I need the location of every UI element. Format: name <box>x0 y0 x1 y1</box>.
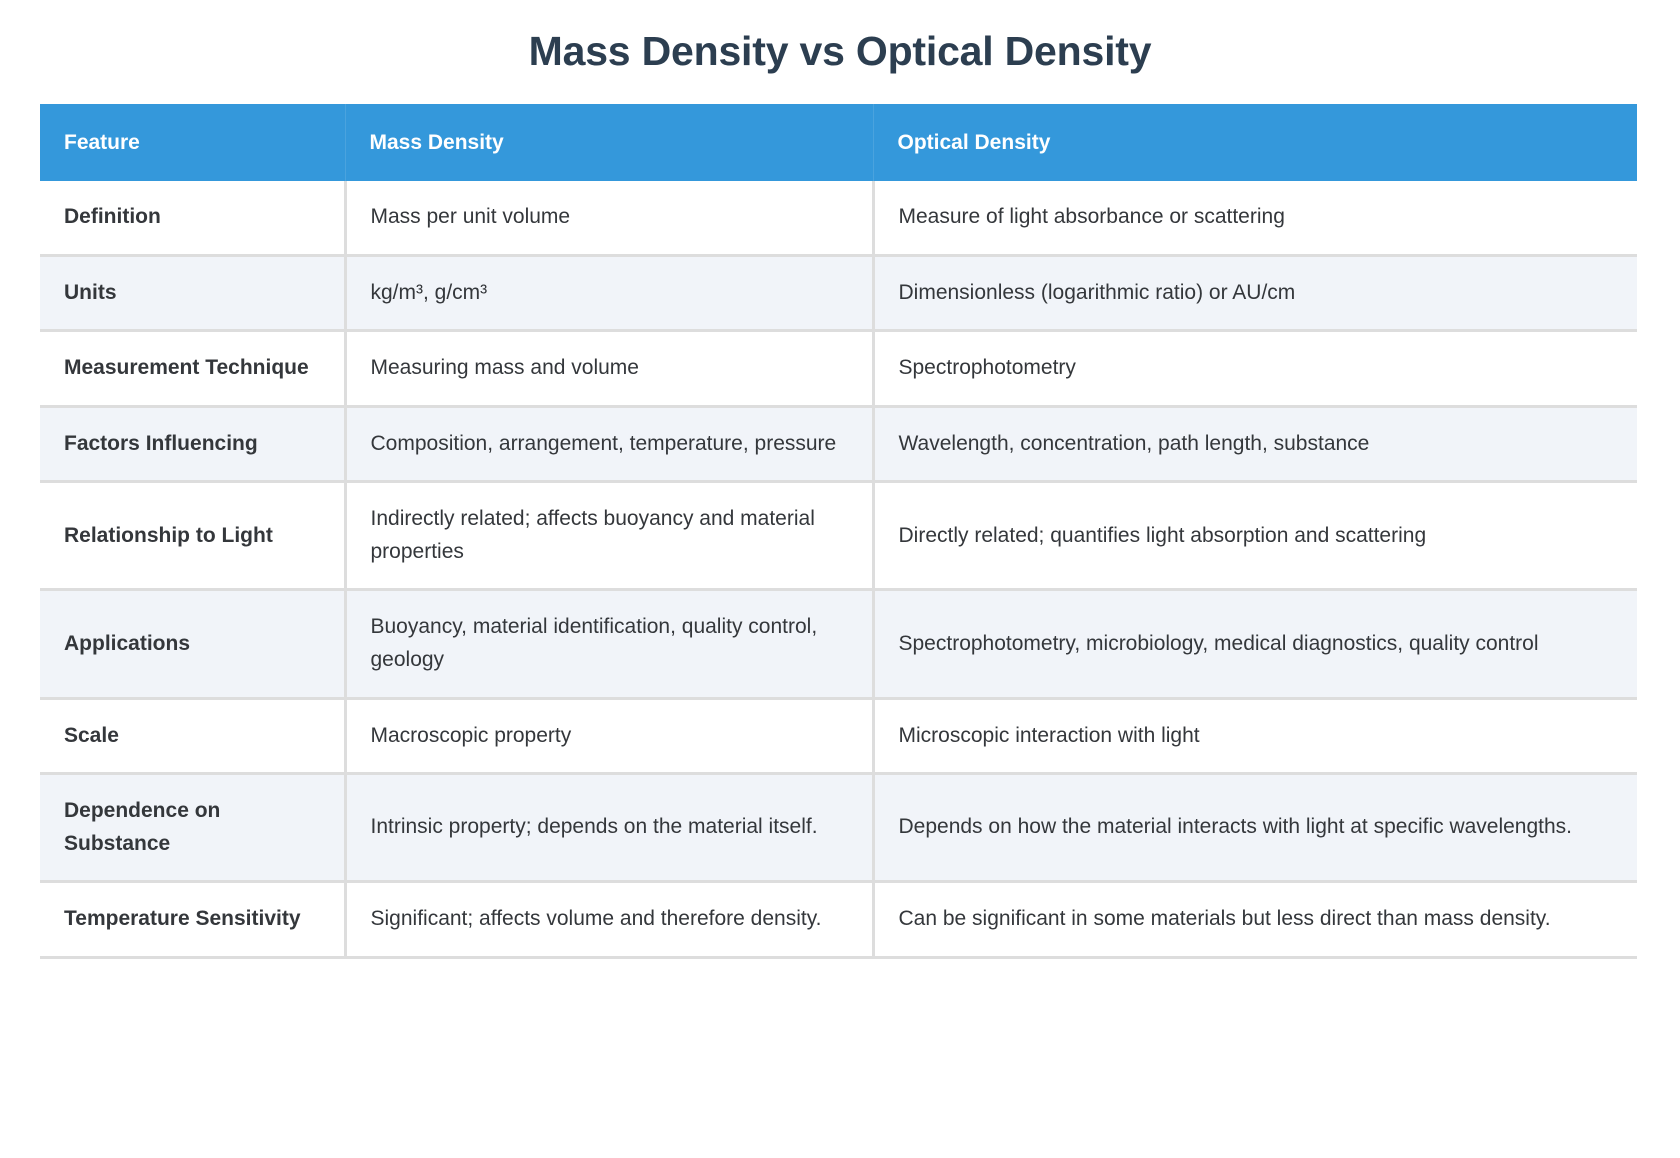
value-cell-mass_density: Composition, arrangement, temperature, p… <box>345 406 875 484</box>
value-cell-mass_density: Significant; affects volume and therefor… <box>345 881 875 959</box>
value-cell-optical_density: Spectrophotometry, microbiology, medical… <box>873 589 1637 700</box>
value-cell-mass_density: Indirectly related; affects buoyancy and… <box>345 481 875 592</box>
feature-label-cell: Temperature Sensitivity <box>40 881 347 959</box>
value-cell-optical_density: Directly related; quantifies light absor… <box>873 481 1637 592</box>
feature-label-cell: Dependence on Substance <box>40 773 347 884</box>
value-cell-mass_density: Measuring mass and volume <box>345 330 875 408</box>
value-cell-optical_density: Microscopic interaction with light <box>873 698 1637 776</box>
value-cell-mass_density: kg/m³, g/cm³ <box>345 255 875 333</box>
column-header-optical-density: Optical Density <box>873 104 1637 182</box>
value-cell-mass_density: Intrinsic property; depends on the mater… <box>345 773 875 884</box>
value-cell-optical_density: Dimensionless (logarithmic ratio) or AU/… <box>873 255 1637 333</box>
feature-label-cell: Scale <box>40 698 347 776</box>
feature-label-cell: Factors Influencing <box>40 406 347 484</box>
value-cell-mass_density: Macroscopic property <box>345 698 875 776</box>
value-cell-optical_density: Wavelength, concentration, path length, … <box>873 406 1637 484</box>
table-header: Feature Mass Density Optical Density <box>40 104 1637 182</box>
page-title: Mass Density vs Optical Density <box>528 28 1152 74</box>
table-header-row: Feature Mass Density Optical Density <box>40 104 1637 182</box>
value-cell-optical_density: Measure of light absorbance or scatterin… <box>873 181 1637 257</box>
comparison-table: Feature Mass Density Optical Density Def… <box>40 104 1637 959</box>
comparison-table-container: Feature Mass Density Optical Density Def… <box>40 104 1637 959</box>
feature-label-cell: Units <box>40 255 347 333</box>
value-cell-optical_density: Depends on how the material interacts wi… <box>873 773 1637 884</box>
feature-label-cell: Relationship to Light <box>40 481 347 592</box>
value-cell-mass_density: Mass per unit volume <box>345 181 875 257</box>
column-header-mass-density: Mass Density <box>345 104 874 182</box>
column-header-feature: Feature <box>40 104 346 182</box>
feature-label-cell: Measurement Technique <box>40 330 347 408</box>
feature-label-cell: Definition <box>40 181 347 257</box>
feature-label-cell: Applications <box>40 589 347 700</box>
value-cell-mass_density: Buoyancy, material identification, quali… <box>345 589 875 700</box>
value-cell-optical_density: Can be significant in some materials but… <box>873 881 1637 959</box>
value-cell-optical_density: Spectrophotometry <box>873 330 1637 408</box>
